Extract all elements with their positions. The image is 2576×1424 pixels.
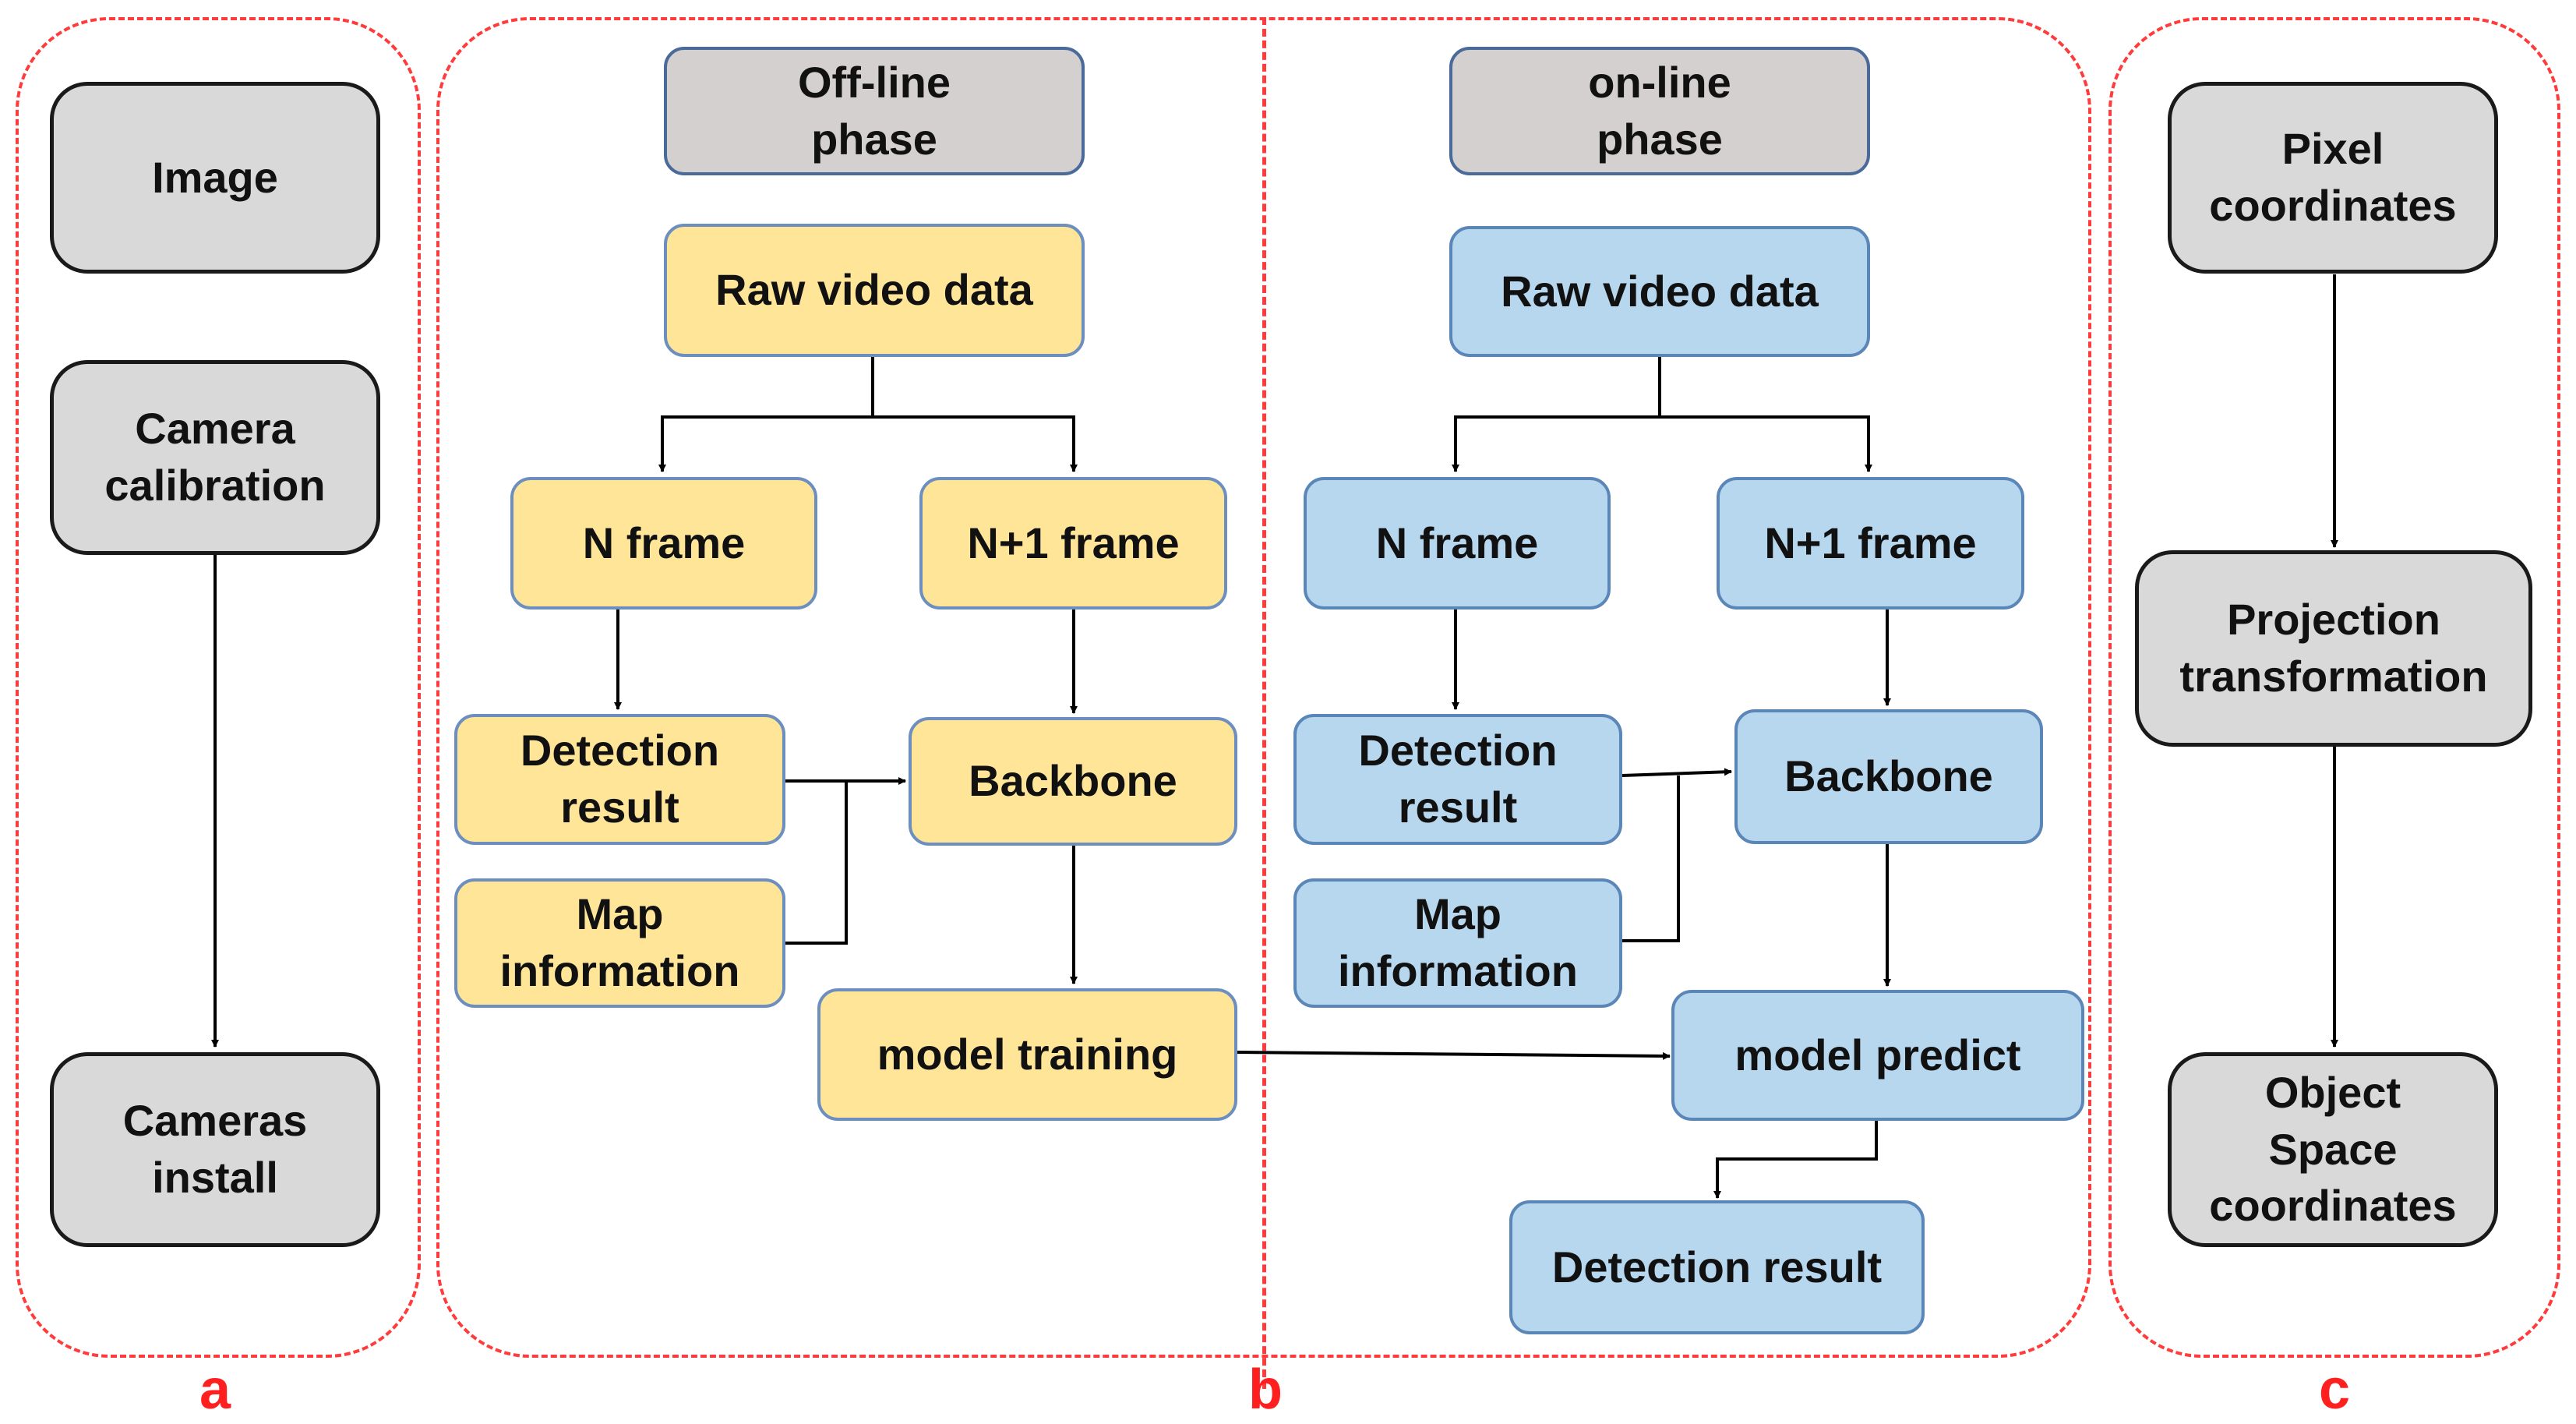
camera-calibration-box: Camera calibration <box>50 360 380 555</box>
arrow-on-map-to-backbone <box>1622 776 1680 942</box>
model-predict-box: model predict <box>1671 990 2084 1121</box>
cameras-install-box: Cameras install <box>50 1052 380 1247</box>
offline-n-frame-box: N frame <box>510 477 817 610</box>
arrow-off-raw-to-n1 <box>873 415 1078 472</box>
arrow-predict-to-detection <box>1713 1121 1878 1199</box>
offline-backbone-box: Backbone <box>909 717 1237 846</box>
phase-divider <box>1262 17 1266 1389</box>
arrow-training-to-predict <box>1237 1051 1671 1060</box>
arrow-off-map-to-backbone <box>785 781 848 945</box>
panel-c <box>2108 17 2560 1358</box>
projection-transformation-box: Projection transformation <box>2135 550 2532 747</box>
arrow-on-raw-to-n1 <box>1660 415 1872 472</box>
object-space-coordinates-box: Object Space coordinates <box>2168 1052 2498 1247</box>
panel-a <box>16 17 421 1358</box>
arrow-on-raw-to-n <box>1452 357 1661 472</box>
panel-b-label: b <box>1248 1359 1283 1421</box>
offline-phase-box: Off-line phase <box>664 47 1085 175</box>
online-phase-box: on-line phase <box>1449 47 1870 175</box>
offline-n1-frame-box: N+1 frame <box>919 477 1227 610</box>
image-box: Image <box>50 82 380 274</box>
online-detection-result-box: Detection result <box>1293 714 1622 845</box>
online-n-frame-box: N frame <box>1304 477 1611 610</box>
panel-a-label: a <box>199 1359 231 1421</box>
arrow-on-detection-to-backbone <box>1621 768 1732 777</box>
online-backbone-box: Backbone <box>1734 709 2043 844</box>
online-n1-frame-box: N+1 frame <box>1717 477 2024 610</box>
arrow-off-raw-to-n <box>658 357 874 472</box>
offline-map-information-box: Map information <box>454 878 785 1008</box>
pixel-coordinates-box: Pixel coordinates <box>2168 82 2498 274</box>
panel-c-label: c <box>2318 1359 2351 1421</box>
offline-raw-video-box: Raw video data <box>664 224 1085 357</box>
online-detection-result-final-box: Detection result <box>1509 1200 1925 1334</box>
online-raw-video-box: Raw video data <box>1449 226 1870 357</box>
offline-detection-result-box: Detection result <box>454 714 785 845</box>
online-map-information-box: Map information <box>1293 878 1622 1008</box>
model-training-box: model training <box>817 988 1237 1121</box>
